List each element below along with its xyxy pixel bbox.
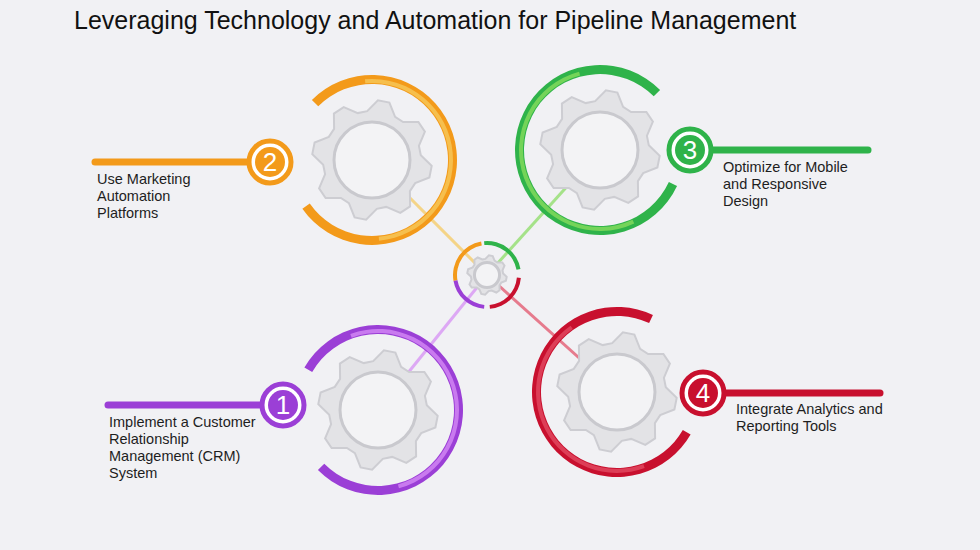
gear-hole — [340, 372, 416, 448]
leader-line — [712, 147, 868, 154]
gear — [312, 100, 431, 219]
step-number: 2 — [246, 138, 294, 186]
diagram-title: Leveraging Technology and Automation for… — [74, 6, 796, 35]
ring-highlight — [519, 72, 634, 231]
gear-body — [557, 332, 676, 451]
gear-body — [312, 100, 431, 219]
gear-hole — [474, 262, 499, 287]
hub-arc — [453, 242, 482, 281]
hub-arc — [490, 278, 521, 309]
ring-highlight — [365, 79, 453, 241]
step-label: Integrate Analytics and Reporting Tools — [736, 401, 886, 435]
leader-line — [725, 390, 880, 397]
step-badge: 2Use Marketing Automation Platforms — [246, 138, 294, 186]
gear-hole — [562, 112, 638, 188]
step-label: Optimize for Mobile and Responsive Desig… — [723, 159, 873, 210]
step-label: Implement a Customer Relationship Manage… — [109, 414, 259, 482]
step-number: 1 — [259, 381, 307, 429]
step-badge: 1Implement a Customer Relationship Manag… — [259, 381, 307, 429]
gear — [467, 255, 506, 294]
step-badge: 4Integrate Analytics and Reporting Tools — [679, 369, 727, 417]
gear — [540, 90, 659, 209]
gear-hole — [334, 122, 410, 198]
ring-arc — [515, 65, 677, 235]
ring-arc — [304, 325, 463, 495]
step-number: 4 — [679, 369, 727, 417]
hub-arc — [484, 241, 520, 270]
leader-line — [95, 159, 248, 166]
gear-body — [467, 255, 506, 294]
ring-arc — [302, 75, 457, 245]
gear — [557, 332, 676, 451]
step-label: Use Marketing Automation Platforms — [97, 171, 232, 222]
gear — [318, 350, 437, 469]
gear-hole — [579, 354, 655, 430]
ring-highlight — [536, 326, 645, 473]
gear-body — [318, 350, 437, 469]
ring-arc — [532, 307, 691, 477]
step-badge: 3Optimize for Mobile and Responsive Desi… — [666, 126, 714, 174]
step-number: 3 — [666, 126, 714, 174]
ring-highlight — [350, 329, 459, 488]
hub-arc — [454, 280, 485, 309]
leader-line — [108, 402, 261, 409]
gear-body — [540, 90, 659, 209]
